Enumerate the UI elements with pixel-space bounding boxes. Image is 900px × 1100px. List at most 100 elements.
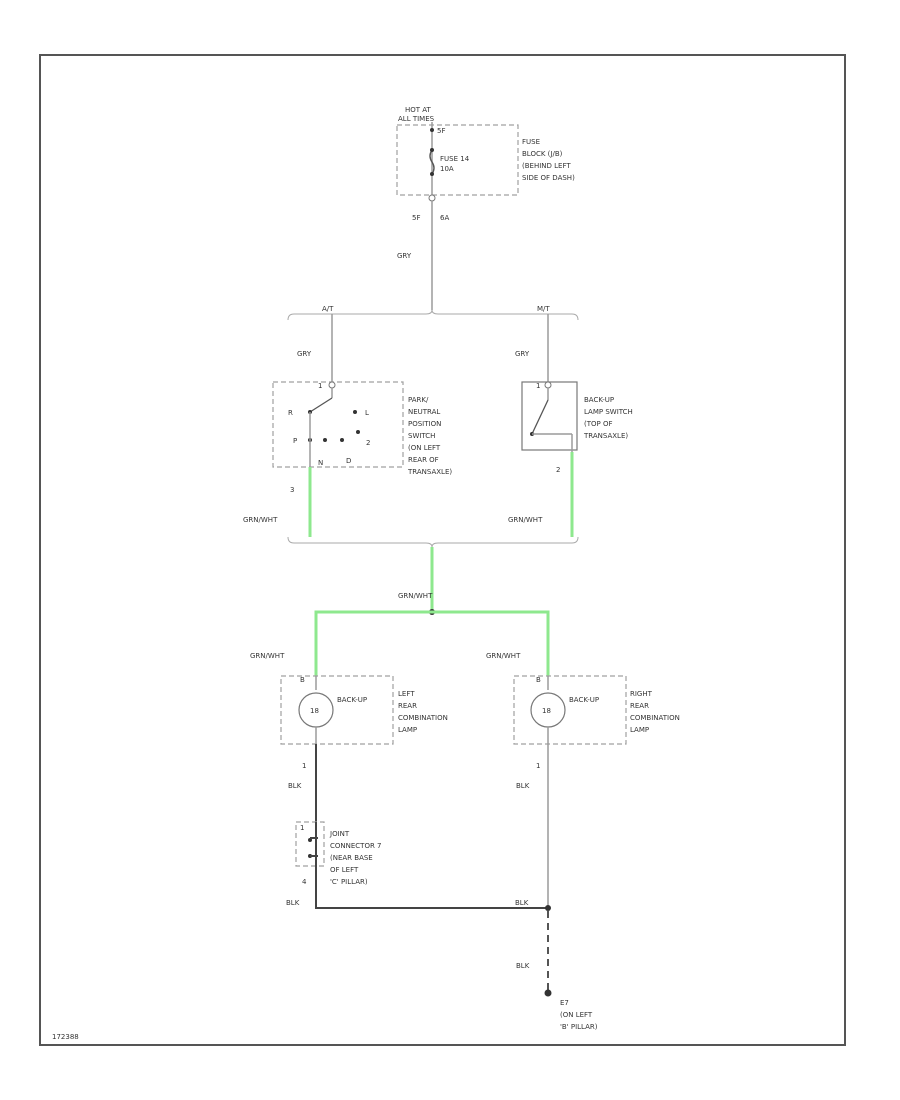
right-lamp-outline bbox=[513, 675, 627, 745]
right-lamp-desc-2: REAR bbox=[630, 702, 649, 710]
pnp-pos-d: D bbox=[346, 457, 351, 465]
joint-desc-5: 'C' PILLAR) bbox=[330, 878, 368, 886]
left-lamp-watt: 18 bbox=[310, 707, 319, 715]
grn-lamp-left-label: GRN/WHT bbox=[250, 652, 285, 660]
fuse-pin-right: 6A bbox=[440, 214, 449, 222]
ground-desc-1: E7 bbox=[560, 999, 569, 1007]
left-lamp-desc-4: LAMP bbox=[398, 726, 417, 734]
diagram-frame bbox=[39, 54, 846, 1046]
gry-mt-label: GRY bbox=[515, 350, 530, 358]
joint-desc-3: (NEAR BASE bbox=[330, 854, 373, 862]
fuse-node-a bbox=[430, 148, 434, 152]
pnp-pos-2: 2 bbox=[366, 439, 370, 447]
blk-bottom-right-label: BLK bbox=[515, 899, 529, 907]
hot-at-label: HOT AT bbox=[405, 106, 432, 114]
fuse-block: HOT AT ALL TIMES 5F FUSE 14 10A FUSE BLO… bbox=[396, 106, 575, 222]
fuse-element-icon bbox=[429, 149, 435, 175]
left-lamp-desc-1: LEFT bbox=[398, 690, 415, 698]
backup-switch-desc-1: BACK-UP bbox=[584, 396, 614, 404]
blk-left-label: BLK bbox=[288, 782, 302, 790]
right-lamp-desc-3: COMBINATION bbox=[630, 714, 680, 722]
left-lamp-label: BACK-UP bbox=[337, 696, 367, 704]
grn-splice-label: GRN/WHT bbox=[398, 592, 433, 600]
backup-switch-top-terminal bbox=[544, 381, 552, 389]
fuse-amp: 10A bbox=[440, 165, 454, 173]
merge-brace bbox=[287, 536, 579, 548]
pnp-desc-4: SWITCH bbox=[408, 432, 435, 440]
pnp-desc-5: (ON LEFT bbox=[408, 444, 441, 452]
right-lamp-desc-1: RIGHT bbox=[630, 690, 653, 698]
right-rear-combination-lamp: B 18 BACK-UP RIGHT REAR COMBINATION LAMP… bbox=[513, 675, 680, 770]
backup-switch-blade-icon bbox=[531, 399, 549, 435]
pnp-pin-bottom: 3 bbox=[290, 486, 294, 494]
joint-desc-1: JOINT bbox=[329, 830, 350, 838]
joint-connector-pin-bottom: 4 bbox=[302, 878, 307, 886]
backup-switch-desc-2: LAMP SWITCH bbox=[584, 408, 633, 416]
pnp-top-terminal bbox=[328, 381, 336, 389]
park-neutral-switch: 1 R L P 2 N D PARK/ NEUTRAL POSITION SWI… bbox=[272, 381, 452, 494]
backup-switch-pin-top: 1 bbox=[536, 382, 540, 390]
blk-bottom-left-label: BLK bbox=[286, 899, 300, 907]
left-lamp-outline bbox=[280, 675, 394, 745]
blk-bottom-wire bbox=[315, 866, 548, 909]
backup-switch-outline bbox=[521, 381, 578, 451]
right-lamp-pin-bottom: 1 bbox=[536, 762, 540, 770]
joint-desc-2: CONNECTOR 7 bbox=[330, 842, 382, 850]
left-lamp-pin-bottom: 1 bbox=[302, 762, 306, 770]
pnp-contact-d bbox=[340, 438, 344, 442]
left-lamp-desc-3: COMBINATION bbox=[398, 714, 448, 722]
fuse-desc-4: SIDE OF DASH) bbox=[522, 174, 575, 182]
pnp-contact-n bbox=[323, 438, 327, 442]
at-branch-label: A/T bbox=[322, 305, 334, 313]
all-times-label: ALL TIMES bbox=[398, 115, 435, 123]
pnp-pos-n: N bbox=[318, 459, 323, 467]
right-lamp-watt: 18 bbox=[542, 707, 551, 715]
ground-splice-node bbox=[545, 905, 551, 911]
joint-desc-4: OF LEFT bbox=[330, 866, 359, 874]
ground-point-icon bbox=[544, 989, 552, 997]
pnp-pos-r: R bbox=[288, 409, 293, 417]
ground-desc-3: 'B' PILLAR) bbox=[560, 1023, 598, 1031]
backup-switch-pin-bottom: 2 bbox=[556, 466, 560, 474]
left-lamp-desc-2: REAR bbox=[398, 702, 417, 710]
fuse-top-node bbox=[430, 128, 434, 132]
gry-at-label: GRY bbox=[297, 350, 312, 358]
grn-left-label: GRN/WHT bbox=[243, 516, 278, 524]
fuse-block-outline bbox=[396, 124, 519, 196]
grn-distribution-wire bbox=[314, 610, 550, 676]
pnp-pin-top: 1 bbox=[318, 382, 322, 390]
pnp-contact-2 bbox=[356, 430, 360, 434]
pnp-desc-7: TRANSAXLE) bbox=[407, 468, 452, 476]
grn-right-label: GRN/WHT bbox=[508, 516, 543, 524]
pnp-switch-blade-icon bbox=[309, 397, 333, 413]
right-lamp-label: BACK-UP bbox=[569, 696, 599, 704]
pnp-desc-3: POSITION bbox=[408, 420, 441, 428]
diagram-code: 172388 bbox=[52, 1033, 79, 1041]
pnp-pos-p: P bbox=[293, 437, 297, 445]
fuse-desc-3: (BEHIND LEFT bbox=[522, 162, 571, 170]
ground-desc-2: (ON LEFT bbox=[560, 1011, 593, 1019]
pnp-desc-1: PARK/ bbox=[408, 396, 429, 404]
joint-connector-pin-top: 1 bbox=[300, 824, 304, 832]
pnp-desc-6: REAR OF bbox=[408, 456, 439, 464]
right-lamp-desc-4: LAMP bbox=[630, 726, 649, 734]
fuse-output-terminal bbox=[428, 194, 436, 202]
pnp-switch-outline bbox=[272, 381, 404, 468]
fuse-node-b bbox=[430, 172, 434, 176]
mt-branch-label: M/T bbox=[537, 305, 550, 313]
fuse-desc-2: BLOCK (J/B) bbox=[522, 150, 563, 158]
backup-switch-desc-3: (TOP OF bbox=[584, 420, 613, 428]
backup-lamp-switch: 1 BACK-UP LAMP SWITCH (TOP OF TRANSAXLE)… bbox=[521, 381, 633, 474]
gry-main-label: GRY bbox=[397, 252, 412, 260]
fuse-name: FUSE 14 bbox=[440, 155, 470, 163]
joint-connector-7: 1 JOINT CONNECTOR 7 (NEAR BASE OF LEFT '… bbox=[295, 821, 382, 886]
pnp-pos-l: L bbox=[365, 409, 369, 417]
option-branch-brace bbox=[287, 309, 579, 321]
blk-ground-label: BLK bbox=[516, 962, 530, 970]
backup-switch-desc-4: TRANSAXLE) bbox=[583, 432, 628, 440]
left-rear-combination-lamp: B 18 BACK-UP LEFT REAR COMBINATION LAMP … bbox=[280, 675, 448, 770]
pnp-desc-2: NEUTRAL bbox=[408, 408, 440, 416]
fuse-desc-1: FUSE bbox=[522, 138, 540, 146]
pnp-contact-l bbox=[353, 410, 357, 414]
